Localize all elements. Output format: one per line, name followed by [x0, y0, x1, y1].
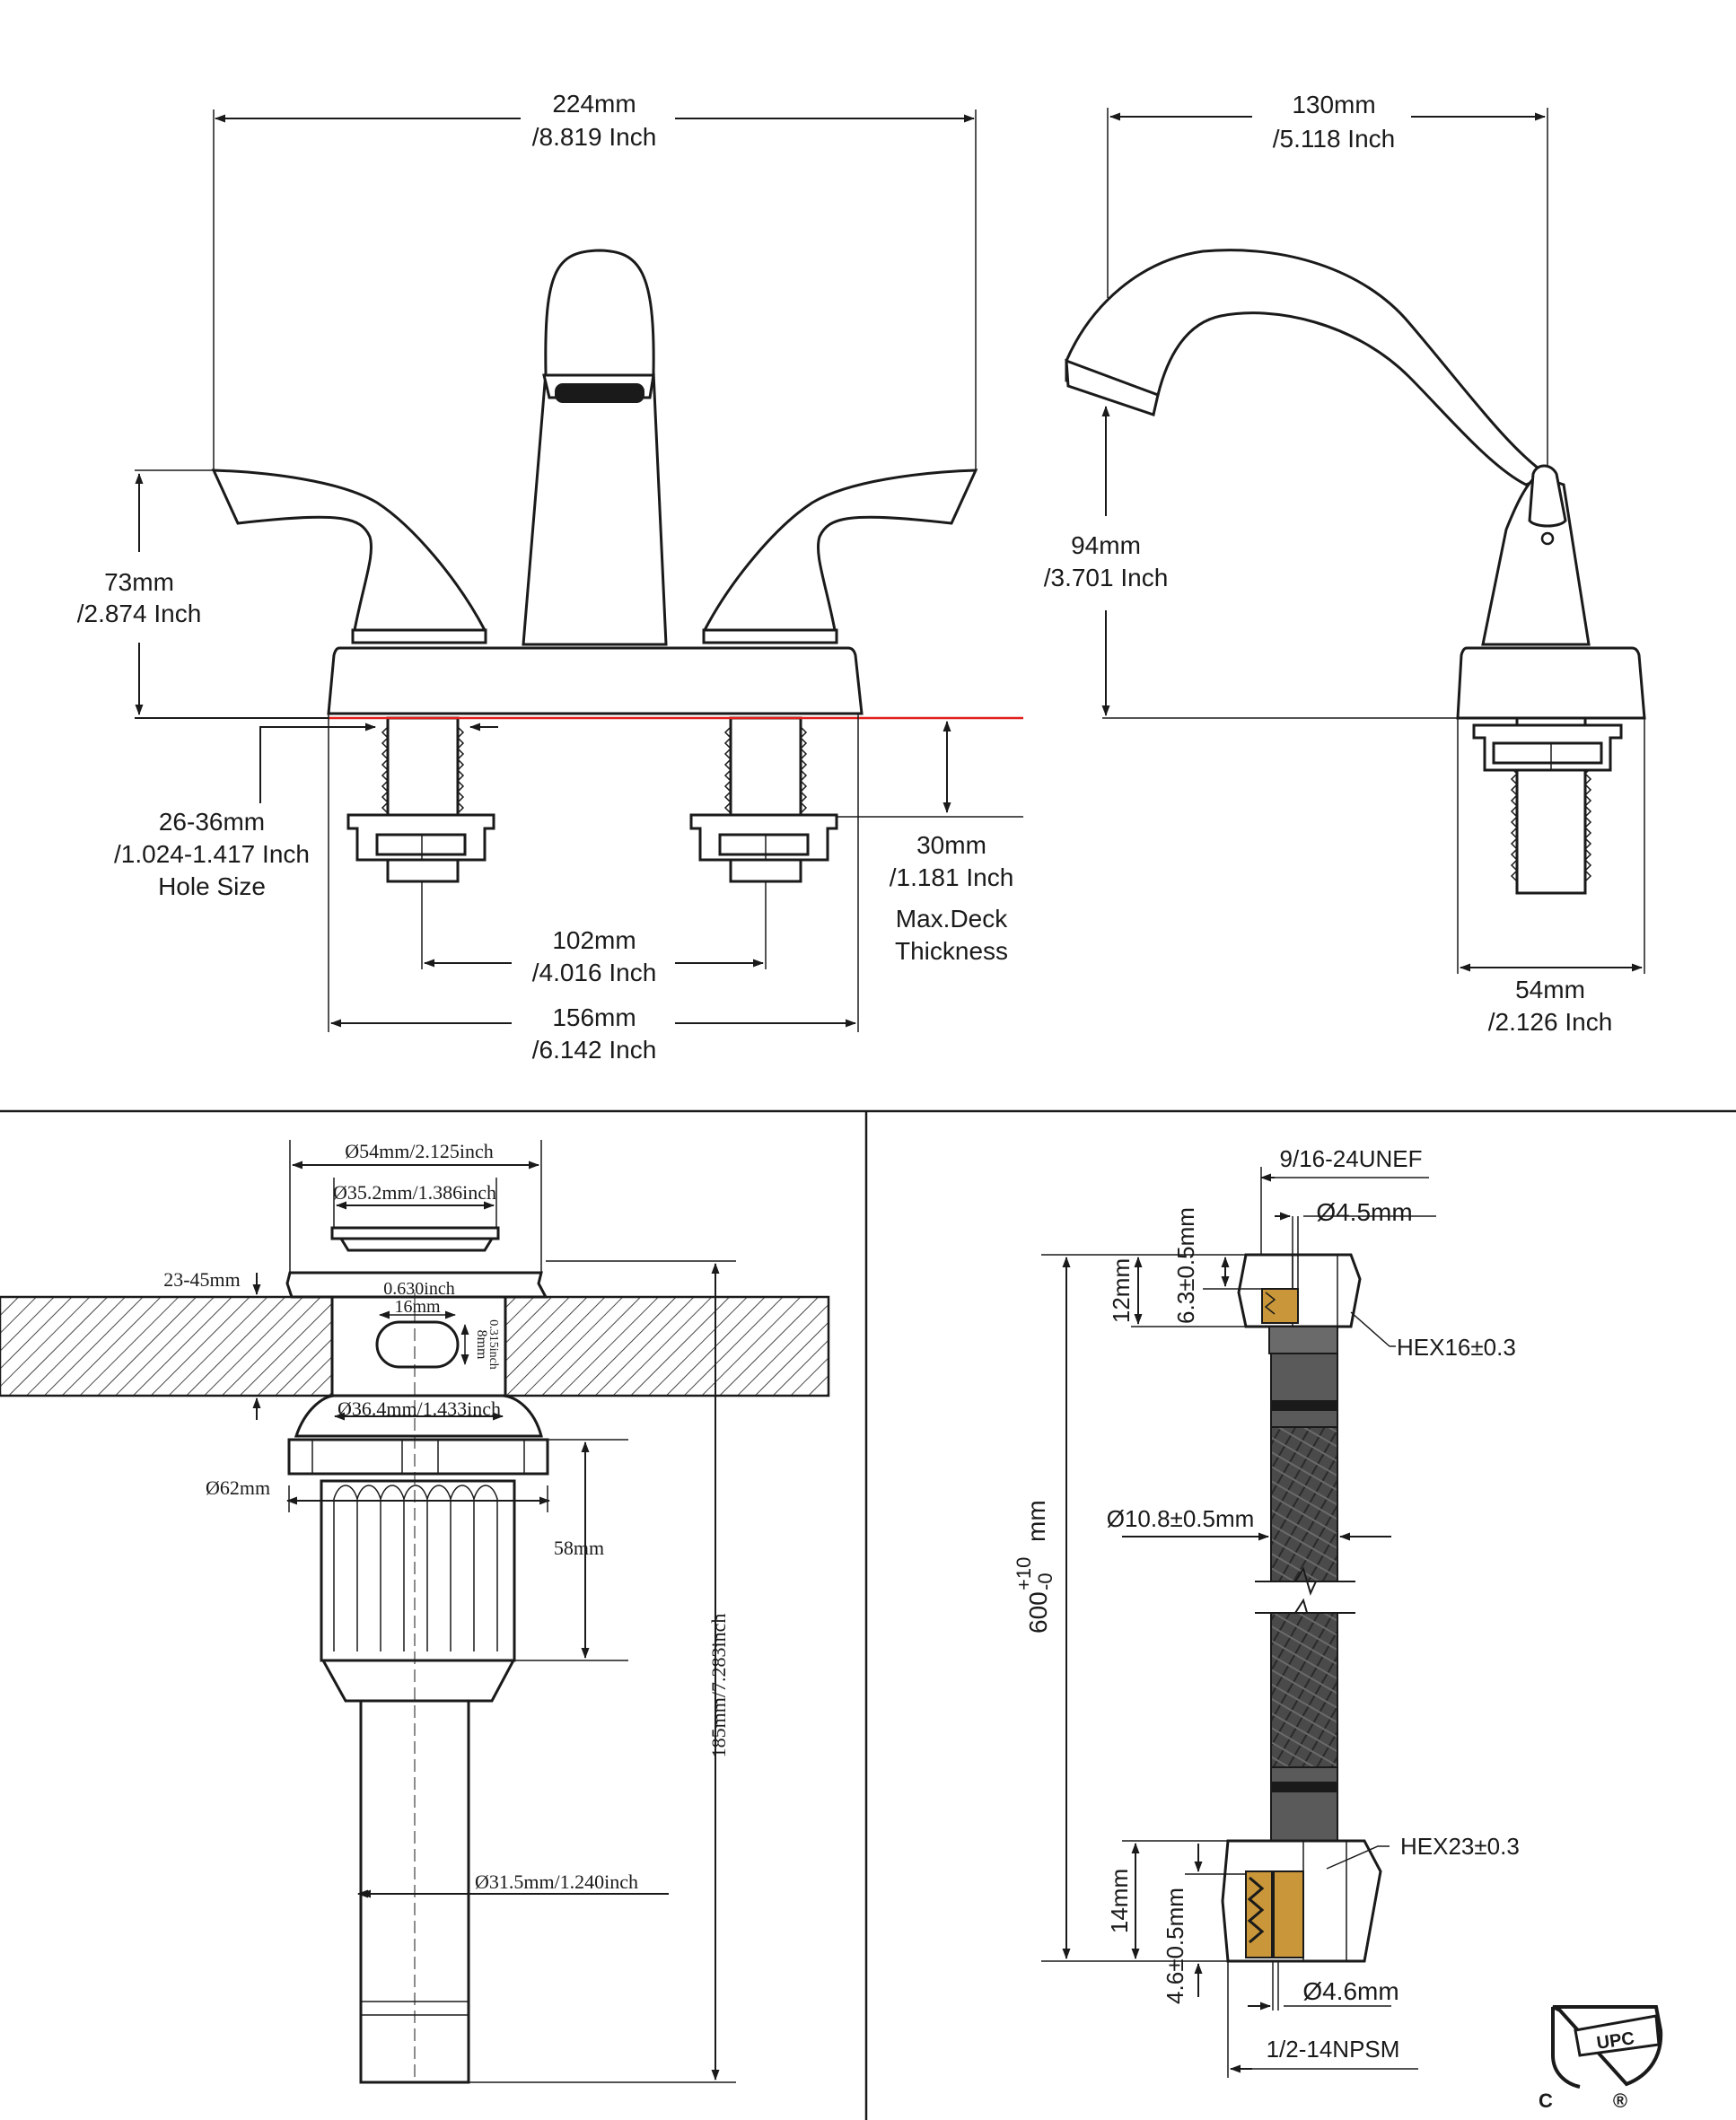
top-hex: HEX16±0.3	[1397, 1334, 1516, 1361]
length-tol-plus: +10	[1013, 1557, 1035, 1590]
drain-nut-ring	[287, 1438, 549, 1476]
overflow-width-inch: 0.630inch	[383, 1279, 454, 1299]
left-handle	[211, 469, 487, 632]
hose-upper	[1270, 1426, 1338, 1582]
bottom-depth: 4.6±0.5mm	[1162, 1888, 1188, 2004]
hose-view: 9/16-24UNEF Ø4.5mm 6.3±0.5mm 12mm HEX16±…	[1013, 1145, 1520, 2078]
overflow-height-inch: 0.315inch	[487, 1319, 500, 1370]
length-tol-minus: -0	[1034, 1572, 1057, 1590]
top-bore: Ø4.5mm	[1316, 1198, 1412, 1226]
top-ferrule	[1270, 1353, 1338, 1428]
deck-thickness-inch: /1.181 Inch	[890, 863, 1014, 891]
top-nut-height: 12mm	[1108, 1258, 1135, 1323]
bottom-thread: 1/2-14NPSM	[1267, 2036, 1400, 2063]
upc-shield-icon	[1552, 2005, 1663, 2087]
side-base	[1456, 646, 1646, 720]
hose-diameter: Ø10.8±0.5mm	[1107, 1505, 1255, 1532]
bottom-nut-height: 14mm	[1106, 1869, 1133, 1933]
countertop-right	[504, 1295, 830, 1397]
height-94-inch: /3.701 Inch	[1044, 564, 1169, 591]
top-thread: 9/16-24UNEF	[1280, 1145, 1423, 1172]
front-spout	[522, 249, 668, 646]
length-unit: mm	[1022, 1500, 1050, 1542]
front-view: 224mm /8.819 Inch 73mm /2.874 Inch 26-36…	[77, 90, 1023, 1064]
height-73-inch: /2.874 Inch	[77, 600, 202, 627]
upc-registered: ®	[1613, 2089, 1627, 2112]
nut-height: 58mm	[554, 1537, 604, 1559]
overflow-slot	[375, 1320, 460, 1369]
base-156-inch: /6.142 Inch	[532, 1036, 657, 1064]
aerator-mesh	[555, 383, 644, 403]
bottom-hex: HEX23±0.3	[1400, 1833, 1520, 1860]
reach-130-inch: /5.118 Inch	[1273, 125, 1395, 153]
deck-thickness-mm: 30mm	[916, 831, 986, 859]
front-base	[327, 646, 864, 715]
side-view: 130mm /5.118 Inch 94mm /3.701 Inch 54mm …	[1044, 91, 1646, 1036]
left-shank	[346, 716, 495, 883]
overflow-height-mm: 8mm	[474, 1330, 489, 1360]
side-lever	[1528, 464, 1567, 528]
height-73-mm: 73mm	[104, 568, 174, 596]
hole-size-label: Hole Size	[158, 872, 266, 900]
width-224-mm: 224mm	[552, 90, 636, 118]
top-depth: 6.3±0.5mm	[1172, 1207, 1199, 1324]
base-156-mm: 156mm	[552, 1003, 636, 1031]
countertop-left	[0, 1295, 334, 1397]
spacing-102-mm: 102mm	[552, 926, 636, 954]
drain-cap	[330, 1226, 500, 1240]
right-handle	[702, 469, 978, 632]
tail-diameter: Ø31.5mm/1.240inch	[475, 1870, 638, 1893]
reach-130-mm: 130mm	[1292, 91, 1375, 118]
bottom-bore: Ø4.6mm	[1302, 1977, 1398, 2005]
width-224-inch: /8.819 Inch	[532, 123, 657, 151]
spacing-102-inch: /4.016 Inch	[532, 959, 657, 986]
deck-thickness-label-2: Thickness	[895, 937, 1008, 965]
upc-certification-mark: UPC C ®	[1539, 2005, 1663, 2112]
total-length: 185mm/7.283inch	[707, 1614, 730, 1758]
deck-thickness-label-1: Max.Deck	[896, 905, 1008, 933]
hole-size-inch: /1.024-1.417 Inch	[114, 840, 310, 868]
side-aerator	[1065, 358, 1160, 416]
bottom-ferrule	[1270, 1766, 1338, 1842]
hole-size-mm: 26-36mm	[159, 808, 265, 836]
inner-diameter: Ø35.2mm/1.386inch	[333, 1181, 496, 1204]
top-hex-nut	[1237, 1253, 1362, 1328]
flange-diameter: Ø54mm/2.125inch	[345, 1140, 494, 1162]
right-handle-collar	[702, 628, 838, 644]
hose-lower	[1270, 1612, 1338, 1768]
side-spout	[1065, 249, 1552, 486]
depth-54-mm: 54mm	[1515, 976, 1585, 1003]
counter-thickness: 23-45mm	[163, 1268, 241, 1291]
drain-view: Ø54mm/2.125inch Ø35.2mm/1.386inch 23-45m…	[0, 1140, 830, 2084]
left-handle-collar	[351, 628, 487, 644]
depth-54-inch: /2.126 Inch	[1488, 1008, 1613, 1036]
nut-diameter: Ø62mm	[206, 1476, 270, 1499]
upc-c-mark: C	[1539, 2089, 1553, 2112]
height-94-mm: 94mm	[1071, 531, 1141, 559]
length-main: 600	[1024, 1591, 1052, 1634]
drain-nut-body	[320, 1479, 516, 1662]
overflow-width-mm: 16mm	[394, 1297, 441, 1317]
thread-diameter: Ø36.4mm/1.433inch	[338, 1397, 501, 1420]
right-shank	[689, 716, 838, 883]
